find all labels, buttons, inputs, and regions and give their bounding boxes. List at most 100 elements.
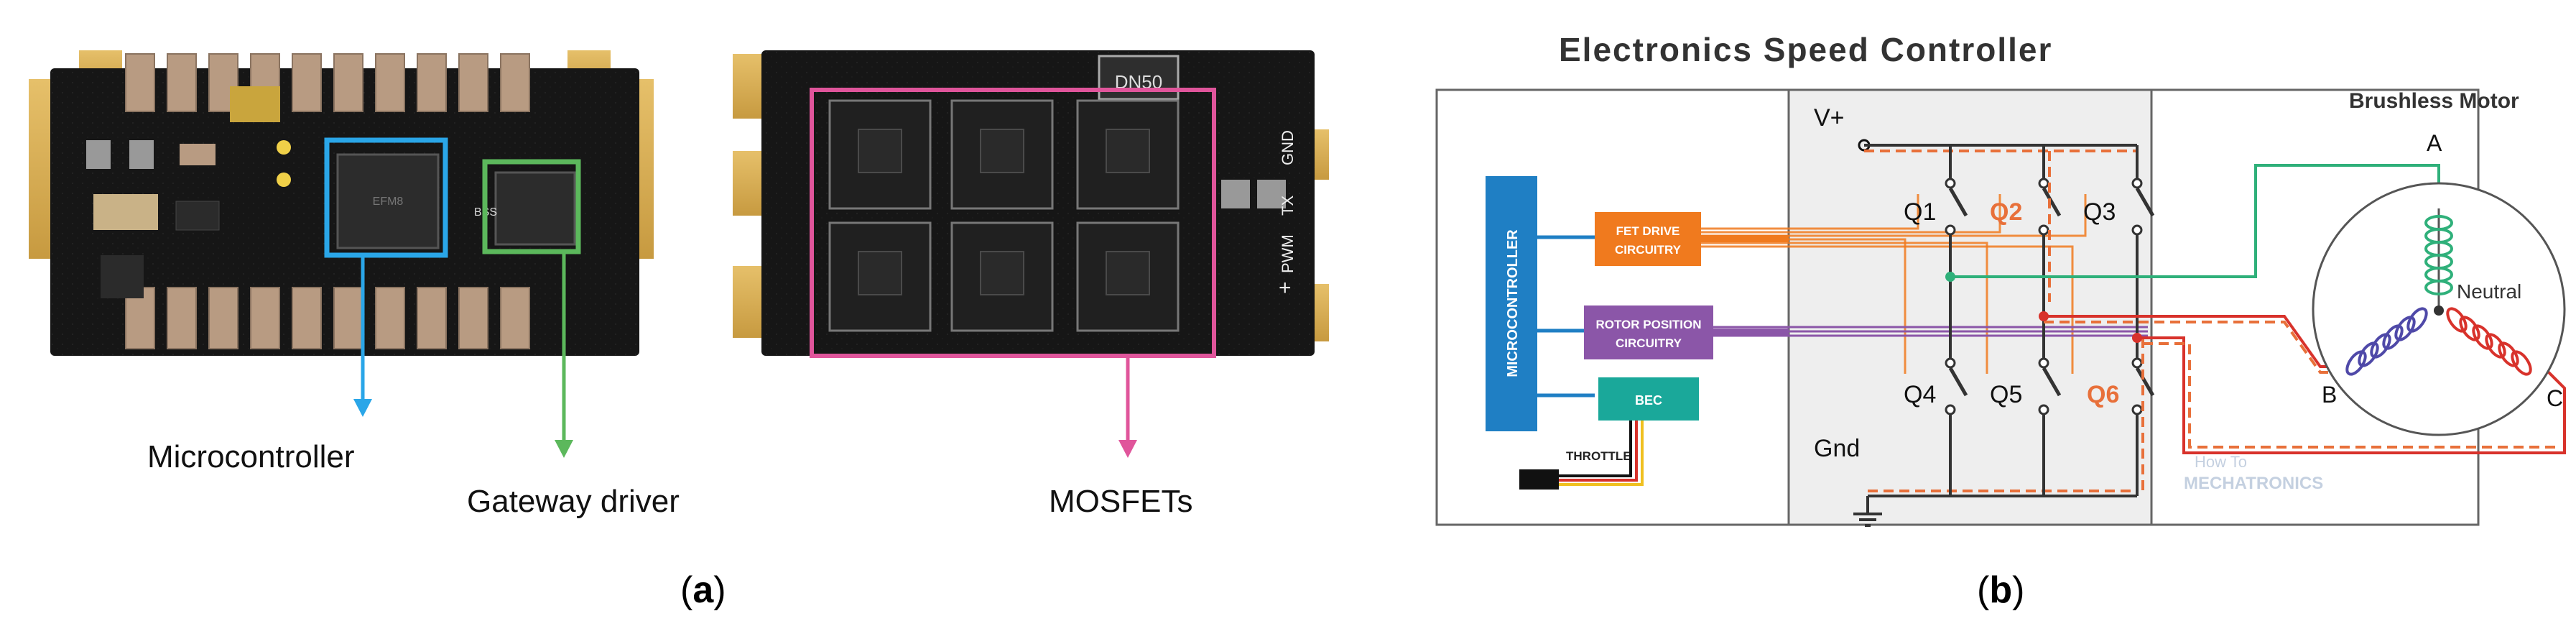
switch-contact: [2038, 224, 2049, 236]
switch-q3-label: Q3: [2083, 198, 2116, 226]
smd-component: [101, 255, 144, 298]
gate-driver-chip: [494, 171, 576, 246]
capacitor: [500, 287, 530, 349]
capacitor: [458, 53, 488, 112]
esc-board-top: EFM8 BSS: [29, 50, 654, 356]
coil-c: [2511, 350, 2532, 376]
h-bridge-switches: [1853, 144, 2566, 527]
gateway-driver-label: Gateway driver: [467, 484, 680, 519]
switch-blade: [1948, 367, 1968, 397]
switch-contact: [1945, 404, 1956, 415]
capacitor: [500, 53, 530, 112]
phase-a-wire: [1950, 164, 2440, 278]
switch-blade: [1948, 187, 1968, 217]
switch-contact: [2038, 178, 2049, 189]
fet-drive-label-1: FET DRIVE: [1616, 224, 1680, 238]
chip-code: EFM8: [373, 196, 404, 208]
watermark-line-1: How To: [2195, 453, 2247, 471]
capacitor: [250, 287, 280, 349]
motor-title: Brushless Motor: [2349, 89, 2519, 113]
smd-resistor: [180, 144, 216, 165]
fet-drive-label-2: CIRCUITRY: [1615, 243, 1682, 257]
microcontroller-block: [1486, 176, 1537, 431]
switch-contact: [1945, 224, 1956, 236]
board-mark-gnd: GND: [1279, 130, 1297, 165]
gate-drive-wire: [1701, 194, 2001, 234]
gate-drive-wires: [1701, 194, 2087, 374]
microcontroller-highlight-box: [324, 137, 448, 258]
junction-dot: [2039, 311, 2049, 321]
board-mark-plus: +: [1279, 276, 1292, 300]
vplus-label: V+: [1814, 104, 1845, 132]
switch-contact: [2131, 224, 2143, 236]
motor-phase-c-label: C: [2547, 385, 2563, 411]
throttle-connector: [1519, 469, 1559, 490]
panel-a-label: (a): [680, 569, 726, 611]
junction-dot: [1945, 272, 1955, 282]
switch-blade: [2135, 367, 2155, 397]
gnd-label: Gnd: [1814, 435, 1860, 462]
throttle-wire: [1559, 421, 1644, 486]
smd-component: [1221, 180, 1250, 208]
mosfet-die: [858, 251, 902, 295]
bec-block: [1598, 377, 1699, 421]
panel-b: Electronics Speed Controller MICROCONTRO…: [1435, 31, 2566, 611]
capacitor-row-bottom: [125, 287, 530, 349]
switch-q1-label: Q1: [1904, 198, 1936, 226]
throttle-wire: [1559, 421, 1632, 477]
neutral-point: [2434, 305, 2444, 316]
esc-board-bottom: DN50 GND TX PWM +: [733, 50, 1329, 358]
mosfet-die: [1106, 251, 1150, 295]
microcontroller-chip: [336, 153, 440, 249]
microcontroller-block-label: MICROCONTROLLER: [1505, 229, 1521, 377]
panel-b-label: (b): [1977, 569, 2024, 611]
rotor-position-label-2: CIRCUITRY: [1616, 336, 1682, 350]
rotor-position-block: [1584, 305, 1713, 359]
capacitor: [375, 287, 405, 349]
capacitor: [292, 287, 322, 349]
tantalum-capacitor: [93, 194, 158, 230]
capacitor: [167, 53, 197, 112]
switch-blade: [2042, 367, 2062, 397]
motor-phase-b-label: B: [2322, 382, 2337, 408]
capacitor: [417, 287, 447, 349]
fet-drive-block: [1595, 212, 1701, 266]
panel-a: EFM8 BSS Microcontroller Gateway driver …: [29, 50, 1329, 611]
motor-phase-a-label: A: [2427, 130, 2442, 156]
switch-contact: [1945, 178, 1956, 189]
switch-q6-label: Q6: [2087, 381, 2119, 408]
active-path: [2143, 342, 2559, 449]
junction-dot: [2132, 333, 2142, 343]
smd-component: [129, 140, 154, 169]
watermark-line-2: MECHATRONICS: [2184, 474, 2323, 493]
capacitor: [167, 287, 197, 349]
capacitor: [333, 287, 363, 349]
switch-blade: [2042, 187, 2062, 217]
smd-component: [1257, 180, 1286, 208]
switch-contact: [2038, 357, 2049, 369]
switch-contact: [2131, 178, 2143, 189]
smd-component: [86, 140, 111, 169]
board-mark-tx: TX: [1279, 196, 1297, 216]
arrow-down-icon: [555, 440, 573, 458]
gate-drive-wire: [1701, 194, 1919, 230]
motor-neutral-label: Neutral: [2457, 280, 2521, 303]
phase-c-wire: [2137, 336, 2566, 454]
mosfet-die: [858, 129, 902, 173]
gate-drive-wire: [1701, 242, 1988, 374]
rotor-position-label-1: ROTOR POSITION: [1595, 318, 1701, 331]
capacitor: [125, 53, 155, 112]
throttle-wire: [1559, 421, 1638, 482]
switch-q5-label: Q5: [1990, 381, 2022, 408]
bec-label: BEC: [1635, 393, 1662, 408]
coil-a: [2424, 280, 2453, 295]
switch-q2-label: Q2: [1990, 198, 2022, 226]
switch-q4-label: Q4: [1904, 381, 1936, 408]
led: [277, 140, 291, 155]
mosfet-die: [980, 129, 1024, 173]
switch-contact: [1945, 357, 1956, 369]
capacitor: [417, 53, 447, 112]
capacitor-row-top: [125, 53, 530, 112]
